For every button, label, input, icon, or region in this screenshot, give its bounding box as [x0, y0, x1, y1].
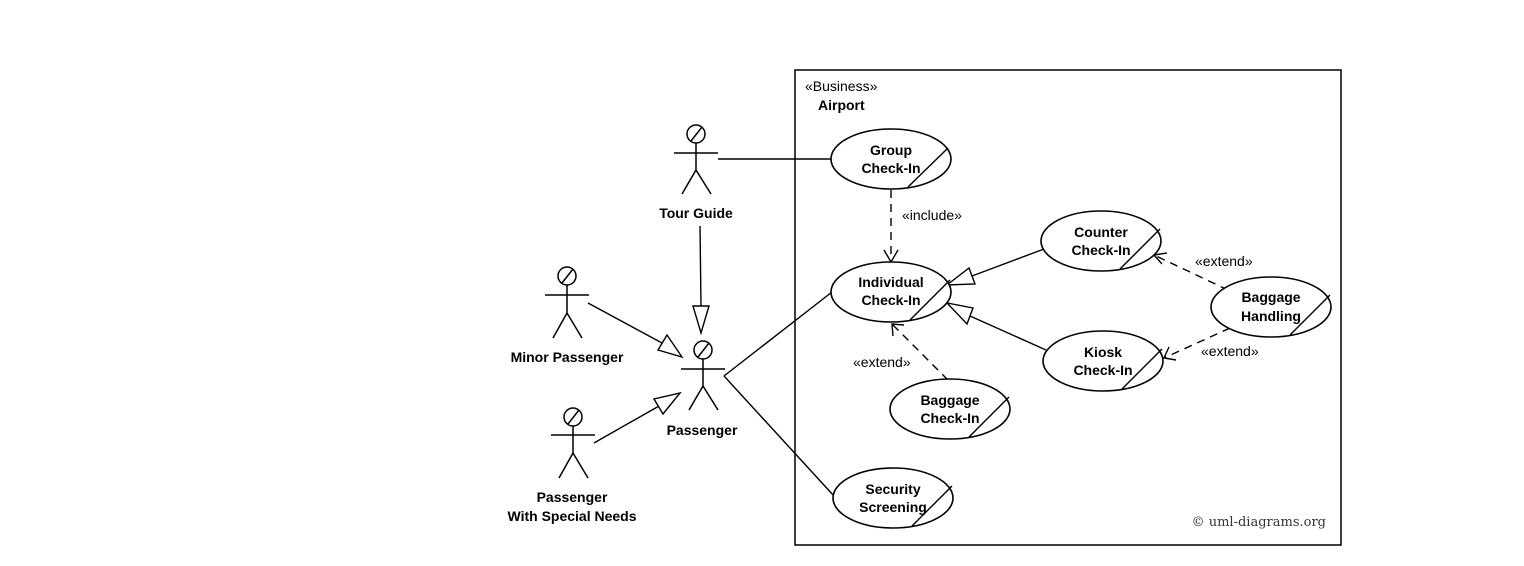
actor-minor-passenger[interactable]: Minor Passenger	[511, 266, 624, 365]
actor-label: With Special Needs	[507, 508, 636, 524]
use-case-security-screening[interactable]: Security Screening	[832, 467, 954, 529]
extend-counter-label: «extend»	[1195, 253, 1253, 269]
include-group-individual	[883, 190, 899, 264]
generalization-counter-individual	[944, 248, 1045, 286]
stick-figure-icon	[674, 124, 718, 195]
generalization-specialneeds-passenger	[593, 391, 682, 444]
boundary-name: Airport	[818, 97, 865, 113]
relations: «include» «extend» «extend» «extend»	[587, 158, 1259, 497]
use-case-label: Check-In	[861, 160, 920, 176]
use-case-kiosk-checkin[interactable]: Kiosk Check-In	[1042, 330, 1164, 392]
use-case-label: Kiosk	[1084, 344, 1122, 360]
association-passenger-individual	[723, 291, 833, 377]
generalization-kiosk-individual	[944, 301, 1047, 351]
use-case-individual-checkin[interactable]: Individual Check-In	[830, 261, 952, 323]
extend-baggage-label: «extend»	[853, 354, 911, 370]
actor-passenger-special-needs[interactable]: Passenger With Special Needs	[507, 407, 637, 524]
use-case-label: Check-In	[861, 292, 920, 308]
boundary-stereotype: «Business»	[805, 78, 878, 94]
use-case-label: Check-In	[920, 410, 979, 426]
actor-label: Tour Guide	[659, 205, 733, 221]
extend-baggagecheckin-individual	[891, 323, 949, 381]
use-case-label: Handling	[1241, 308, 1301, 324]
actor-label: Passenger	[537, 489, 608, 505]
use-case-label: Baggage	[1241, 289, 1300, 305]
use-case-group-checkin[interactable]: Group Check-In	[830, 128, 952, 190]
use-case-label: Counter	[1074, 224, 1128, 240]
stick-figure-icon	[551, 407, 595, 479]
extend-baggage-kiosk	[1162, 327, 1231, 361]
stick-figure-icon	[545, 266, 589, 339]
extend-kiosk-label: «extend»	[1201, 343, 1259, 359]
use-case-baggage-checkin[interactable]: Baggage Check-In	[889, 378, 1011, 440]
system-boundary: «Business» Airport	[794, 69, 1342, 546]
use-case-label: Baggage	[920, 392, 979, 408]
use-case-label: Check-In	[1073, 362, 1132, 378]
use-case-label: Check-In	[1071, 242, 1130, 258]
use-case-counter-checkin[interactable]: Counter Check-In	[1040, 210, 1162, 272]
stick-figure-icon	[681, 340, 725, 411]
copyright-text: © uml-diagrams.org	[1192, 515, 1326, 530]
use-case-baggage-handling[interactable]: Baggage Handling	[1210, 276, 1332, 338]
use-case-label: Group	[870, 142, 912, 158]
use-case-label: Security	[865, 481, 920, 497]
use-case-label: Screening	[859, 499, 927, 515]
generalization-minor-passenger	[587, 302, 684, 359]
actor-label: Minor Passenger	[511, 349, 624, 365]
use-case-label: Individual	[858, 274, 923, 290]
include-label: «include»	[902, 207, 962, 223]
actor-tour-guide[interactable]: Tour Guide	[659, 124, 733, 221]
association-passenger-security	[723, 375, 835, 497]
generalization-tourguide-passenger	[692, 225, 710, 336]
actor-passenger[interactable]: Passenger	[667, 340, 738, 438]
actor-label: Passenger	[667, 422, 738, 438]
